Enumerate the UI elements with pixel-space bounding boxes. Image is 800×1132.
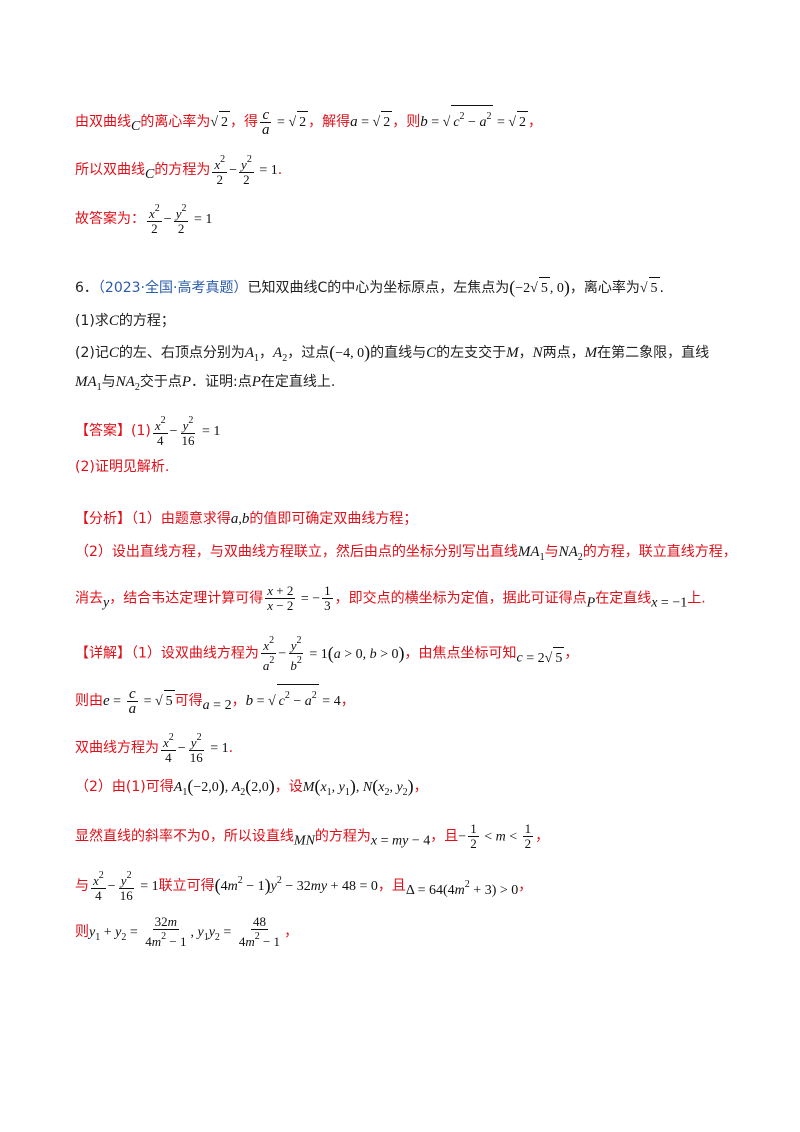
text: 已知双曲线C的中心为坐标原点，左焦点为 [247,280,510,296]
text: ，由焦点坐标可知 [404,645,517,662]
text: 显然直线的斜率不为0，所以设直线 [75,828,294,845]
text: 的值即可确定双曲线方程； [249,511,418,527]
text: 所以双曲线 [75,162,145,178]
text: （1）设双曲线方程为 [131,645,259,662]
analysis-line-1: 【分析】（1）由题意求得a,b的值即可确定双曲线方程； [75,511,418,527]
text: . [228,740,234,756]
text: 的左支交于 [436,345,507,361]
text: 在定直线 [595,590,652,607]
text: ，即交点的横坐标为定值，据此可证得点 [334,590,587,607]
text: ，结合韦达定理计算可得 [109,590,264,607]
text: . [659,280,664,296]
text: ， [340,693,355,709]
text: 可得 [174,693,203,709]
text: 的直线与 [370,345,427,361]
text: 两点， [542,345,585,361]
math-C: C [145,167,155,182]
text: 在定直线上. [260,374,336,390]
text: (1)求 [75,313,109,329]
text: （2）设出直线方程，与双曲线方程联立，然后由点的坐标分别写出直线 [75,544,518,560]
analysis-tag: 【分析】 [75,511,131,527]
text: 的方程，联立直线方程， [582,544,737,560]
text: 由双曲线 [75,114,131,130]
text: ， [284,924,299,940]
text: ，且 [377,878,406,894]
text: (1) [131,423,151,439]
question-source: （2023·全国·高考真题） [97,280,248,296]
text: (2)记 [75,345,109,361]
text: （2）由(1)可得 [75,779,174,795]
text: ，离心率为 [569,280,640,296]
detail-line-4: （2）由(1)可得A1(−2,0), A2(2,0)，设M(x1, y1), N… [75,776,428,798]
text: 故答案为： [75,211,145,227]
text: 在第二象限，直线 [597,345,710,361]
question-6-part2-cont: MA1与NA2交于点P．证明:点P在定直线上. [75,374,336,393]
text: ， [535,828,550,845]
text: ，得 [230,114,259,130]
text: 与 [101,374,116,390]
question-number: 6． [75,280,98,296]
analysis-line-2: （2）设出直线方程，与双曲线方程联立，然后由点的坐标分别写出直线MA1与NA2的… [75,544,737,563]
text: （1）由题意求得 [131,511,231,527]
text: ．证明:点 [191,374,252,390]
text: 联立可得 [158,878,215,894]
question-6: 6．（2023·全国·高考真题）已知双曲线C的中心为坐标原点，左焦点为(−2√5… [75,276,740,300]
text: (2)证明见解析. [75,459,170,475]
detail-tag: 【详解】 [75,645,131,662]
text: . [277,162,283,178]
text: ，则 [392,114,421,130]
answer-block-2: (2)证明见解析. [75,456,740,478]
text: 消去 [75,590,103,607]
text: ， [231,693,246,709]
text: 则由 [75,693,103,709]
math-C: C [131,119,141,134]
text: ，且 [430,828,459,845]
text: ， [518,878,533,894]
text: 与 [544,544,559,560]
text: 双曲线方程为 [75,740,159,756]
text: 的方程； [118,313,175,329]
text: 则 [75,924,89,940]
text: 的左、右顶点分别为 [118,345,245,361]
question-6-part2: (2)记C的左、右顶点分别为A1，A2，过点(−4, 0)的直线与C的左支交于M… [75,342,710,364]
text: ， [564,645,579,662]
text: ， [518,345,533,361]
text: ， [528,114,543,130]
text: 的方程为 [154,162,211,178]
text: ， [259,345,274,361]
text: 与 [75,878,89,894]
text: 交于点 [139,374,182,390]
text: ， [413,779,428,795]
question-6-part1: (1)求C的方程； [75,313,175,329]
text: ，解得 [308,114,351,130]
text: ，设 [274,779,303,795]
text: 的方程为 [314,828,371,845]
text: ，过点 [287,345,330,361]
text: 上. [687,590,706,607]
text: 的离心率为 [140,114,211,130]
answer-tag: 【答案】 [75,423,131,439]
